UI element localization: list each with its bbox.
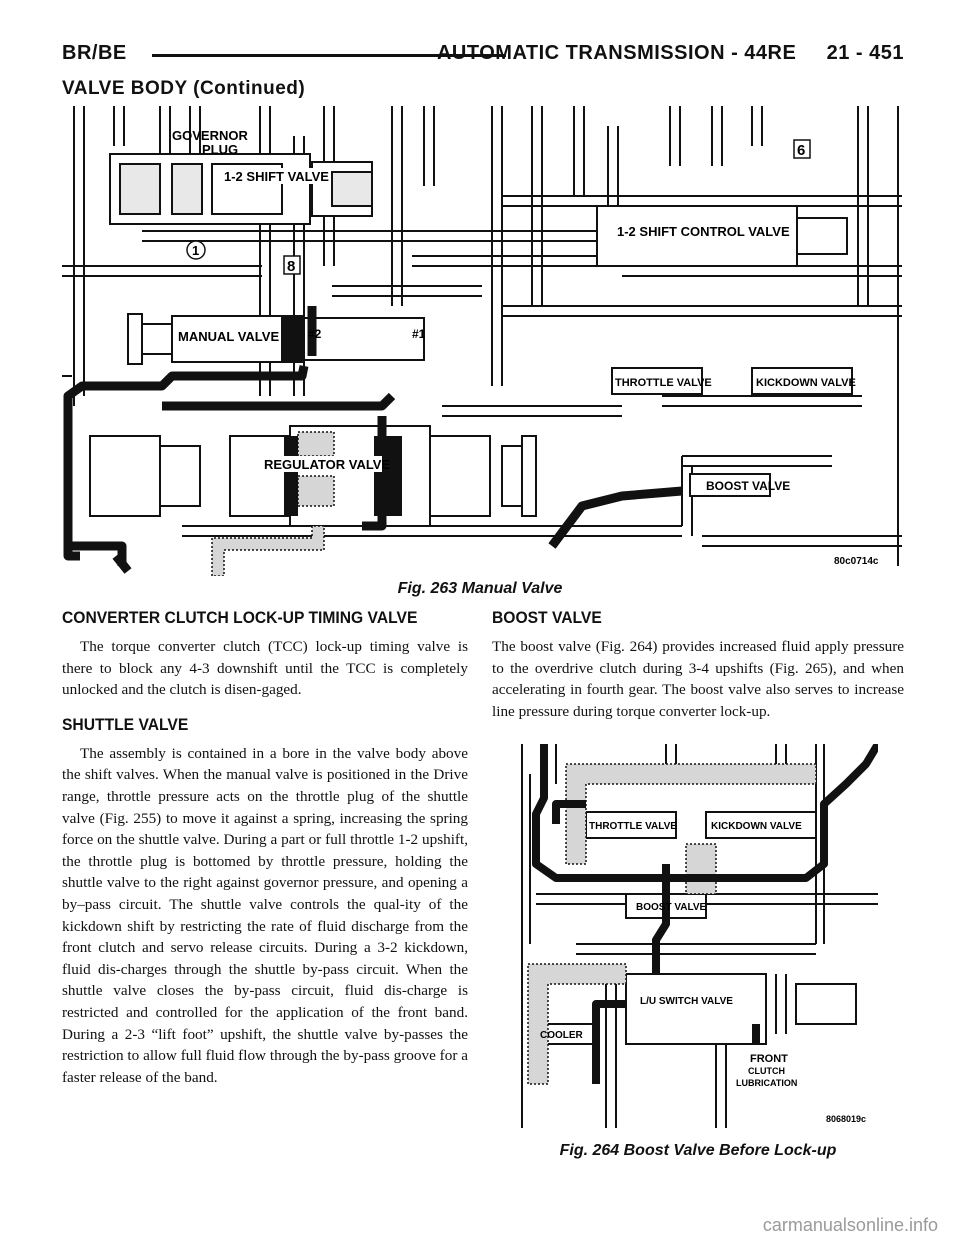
fig2-lu-switch-label: L/U SWITCH VALVE	[640, 996, 733, 1007]
header-section-page: AUTOMATIC TRANSMISSION - 44RE 21 - 451	[436, 42, 904, 64]
throttle-valve-label: THROTTLE VALVE	[615, 377, 712, 389]
figure2-caption: Fig. 264 Boost Valve Before Lock-up	[559, 1142, 837, 1159]
header-rule	[152, 54, 506, 57]
fig2-throttle-label: THROTTLE VALVE	[589, 821, 677, 832]
shift-control-valve-label: 1-2 SHIFT CONTROL VALVE	[617, 224, 790, 239]
figure1-caption: Fig. 263 Manual Valve	[397, 580, 563, 597]
right-column: BOOST VALVE The boost valve (Fig. 264) p…	[492, 608, 904, 732]
boost-valve-paragraph: The boost valve (Fig. 264) provides incr…	[492, 638, 904, 720]
boost-valve-diagram: THROTTLE VALVE KICKDOWN VALVE BOOST VALV…	[521, 744, 878, 1128]
port-1-label: #1	[412, 327, 426, 341]
callout-1: 1	[192, 243, 199, 258]
left-column: CONVERTER CLUTCH LOCK-UP TIMING VALVE Th…	[62, 608, 468, 1098]
callout-6: 6	[797, 142, 805, 159]
shuttle-valve-heading: SHUTTLE VALVE	[62, 714, 189, 734]
governor-label: GOVERNOR	[172, 128, 248, 143]
boost-valve-label: BOOST VALVE	[706, 479, 790, 493]
shift-valve-label: 1-2 SHIFT VALVE	[224, 169, 329, 184]
kickdown-valve-label: KICKDOWN VALVE	[756, 377, 856, 389]
shuttle-valve-paragraph: The assembly is contained in a bore in t…	[62, 744, 468, 1086]
header-model: BR/BE	[62, 42, 127, 64]
figure1-code: 80c0714c	[834, 556, 879, 567]
regulator-valve-label: REGULATOR VALVE	[264, 457, 390, 472]
converter-clutch-heading: CONVERTER CLUTCH LOCK-UP TIMING VALVE	[62, 608, 418, 627]
fig2-kickdown-label: KICKDOWN VALVE	[711, 821, 802, 832]
callout-8: 8	[287, 258, 295, 275]
fig2-front-label: FRONT	[750, 1053, 788, 1065]
manual-valve-diagram: GOVERNOR PLUG 1-2 SHIFT VALVE 1-2 SHIFT …	[62, 106, 902, 576]
port-2-label: #2	[308, 327, 322, 341]
converter-clutch-paragraph: The torque converter clutch (TCC) lock-u…	[62, 638, 468, 699]
fig2-lubrication-label: LUBRICATION	[736, 1078, 797, 1088]
fig2-cooler-label: COOLER	[540, 1030, 584, 1041]
fig2-boost-label: BOOST VALVE	[636, 902, 707, 913]
plug-label: PLUG	[202, 142, 238, 157]
watermark[interactable]: carmanualsonline.info	[762, 1215, 938, 1235]
section-title: VALVE BODY (Continued)	[62, 78, 306, 99]
page-header: BR/BE AUTOMATIC TRANSMISSION - 44RE 21 -…	[62, 42, 904, 68]
figure2-code: 8068019c	[826, 1114, 866, 1124]
fig2-clutch-label: CLUTCH	[748, 1066, 785, 1076]
manual-valve-label: MANUAL VALVE	[178, 329, 279, 344]
boost-valve-heading: BOOST VALVE	[492, 608, 602, 627]
